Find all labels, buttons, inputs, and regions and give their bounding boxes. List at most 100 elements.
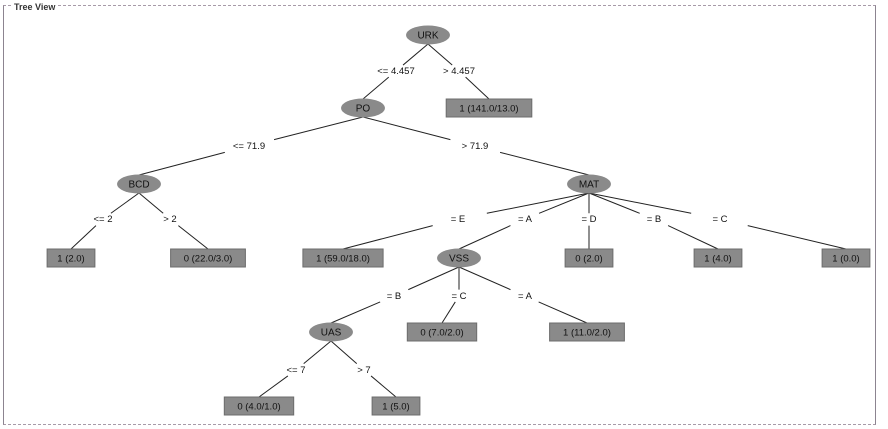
edge-line <box>458 225 511 250</box>
leaf-node[interactable]: 1 (141.0/13.0) <box>445 98 533 118</box>
tree-edge: > 2 <box>138 192 209 250</box>
edge-line <box>303 340 332 365</box>
edge-label: <= 2 <box>93 214 112 225</box>
edge-label: = A <box>518 214 533 225</box>
leaf-label: 0 (2.0) <box>575 254 602 265</box>
leaf-node[interactable]: 1 (11.0/2.0) <box>549 322 625 342</box>
edge-line <box>441 301 456 324</box>
edge-label: = D <box>581 214 596 225</box>
edge-label: <= 4.457 <box>377 66 415 77</box>
tree-edge: <= 71.9 <box>138 116 364 176</box>
edge-line <box>178 225 209 250</box>
edge-line <box>486 192 590 214</box>
leaf-node[interactable]: 0 (7.0/2.0) <box>406 322 478 342</box>
leaf-node[interactable]: 1 (0.0) <box>821 248 871 268</box>
leaf-node[interactable]: 1 (4.0) <box>693 248 743 268</box>
leaf-node[interactable]: 1 (59.0/18.0) <box>302 248 384 268</box>
leaf-node[interactable]: 0 (22.0/3.0) <box>170 248 246 268</box>
edge-label: > 7 <box>357 365 370 376</box>
edge-label: <= 71.9 <box>233 141 265 152</box>
node-label: BCD <box>128 180 149 191</box>
tree-edge: <= 4.457 <box>362 43 429 100</box>
edge-line <box>273 116 364 141</box>
split-node[interactable]: UAS <box>309 322 353 342</box>
edge-label: > 71.9 <box>462 141 489 152</box>
tree-edge: <= 2 <box>70 192 140 250</box>
tree-edge: = A <box>458 192 590 250</box>
edge-line <box>362 76 390 100</box>
edge-line <box>138 151 225 176</box>
leaf-box <box>371 396 421 416</box>
leaf-box <box>564 248 614 268</box>
edge-line <box>588 192 640 214</box>
edge-label: <= 7 <box>286 365 305 376</box>
leaf-box <box>302 248 384 268</box>
leaf-node[interactable]: 1 (5.0) <box>371 396 421 416</box>
split-ellipse <box>309 322 353 342</box>
panel-title: Tree View <box>12 2 58 12</box>
tree-edge: = C <box>441 267 467 324</box>
split-ellipse <box>117 174 161 194</box>
split-node[interactable]: URK <box>406 25 450 45</box>
edge-line <box>747 225 847 250</box>
leaf-label: 1 (5.0) <box>382 402 409 413</box>
edge-label: = C <box>451 291 466 302</box>
node-label: URK <box>417 31 438 42</box>
leaf-node[interactable]: 1 (2.0) <box>46 248 96 268</box>
edge-line <box>362 116 451 141</box>
leaf-label: 0 (22.0/3.0) <box>184 254 233 265</box>
tree-edge: = D <box>581 193 597 249</box>
leaf-label: 1 (0.0) <box>832 254 859 265</box>
edge-line <box>330 340 358 364</box>
edge-line <box>70 225 97 250</box>
split-node[interactable]: BCD <box>117 174 161 194</box>
leaf-label: 1 (2.0) <box>57 254 84 265</box>
node-label: VSS <box>449 254 469 265</box>
leaf-label: 0 (4.0/1.0) <box>237 402 280 413</box>
tree-edge: = A <box>458 266 588 324</box>
tree-edge: <= 7 <box>258 340 332 398</box>
leaf-box <box>693 248 743 268</box>
tree-edge: > 7 <box>330 340 397 398</box>
edge-line <box>370 375 397 398</box>
leaf-label: 1 (59.0/18.0) <box>316 254 370 265</box>
split-node[interactable]: VSS <box>437 248 481 268</box>
tree-edge: = C <box>588 192 847 250</box>
edge-label: = B <box>647 214 662 225</box>
leaf-box <box>170 248 246 268</box>
edge-label: > 2 <box>163 214 176 225</box>
leaf-box <box>46 248 96 268</box>
node-label: PO <box>356 104 371 115</box>
split-ellipse <box>437 248 481 268</box>
split-node[interactable]: PO <box>341 98 385 118</box>
edge-line <box>538 301 588 324</box>
edge-line <box>402 43 429 66</box>
split-node[interactable]: MAT <box>567 174 611 194</box>
leaf-box <box>445 98 533 118</box>
tree-edge: = E <box>342 192 590 250</box>
edge-line <box>110 192 140 214</box>
edge-label: = C <box>712 214 727 225</box>
leaf-box <box>821 248 871 268</box>
leaf-box <box>549 322 625 342</box>
node-label: UAS <box>321 328 342 339</box>
edge-line <box>138 192 164 214</box>
leaf-box <box>223 396 295 416</box>
leaf-node[interactable]: 0 (4.0/1.0) <box>223 396 295 416</box>
split-ellipse <box>567 174 611 194</box>
edge-line <box>258 375 289 398</box>
leaf-box <box>406 322 478 342</box>
tree-view-panel: Tree View <box>3 2 876 425</box>
edge-label: = B <box>387 291 402 302</box>
leaf-label: 1 (141.0/13.0) <box>459 104 518 115</box>
split-ellipse <box>406 25 450 45</box>
edge-line <box>330 301 381 324</box>
edge-line <box>588 192 692 214</box>
edge-label: > 4.457 <box>443 66 475 77</box>
leaf-label: 0 (7.0/2.0) <box>420 328 463 339</box>
leaf-node[interactable]: 0 (2.0) <box>564 248 614 268</box>
leaf-label: 1 (4.0) <box>704 254 731 265</box>
edge-line <box>408 266 460 291</box>
tree-edge: > 71.9 <box>362 116 590 176</box>
